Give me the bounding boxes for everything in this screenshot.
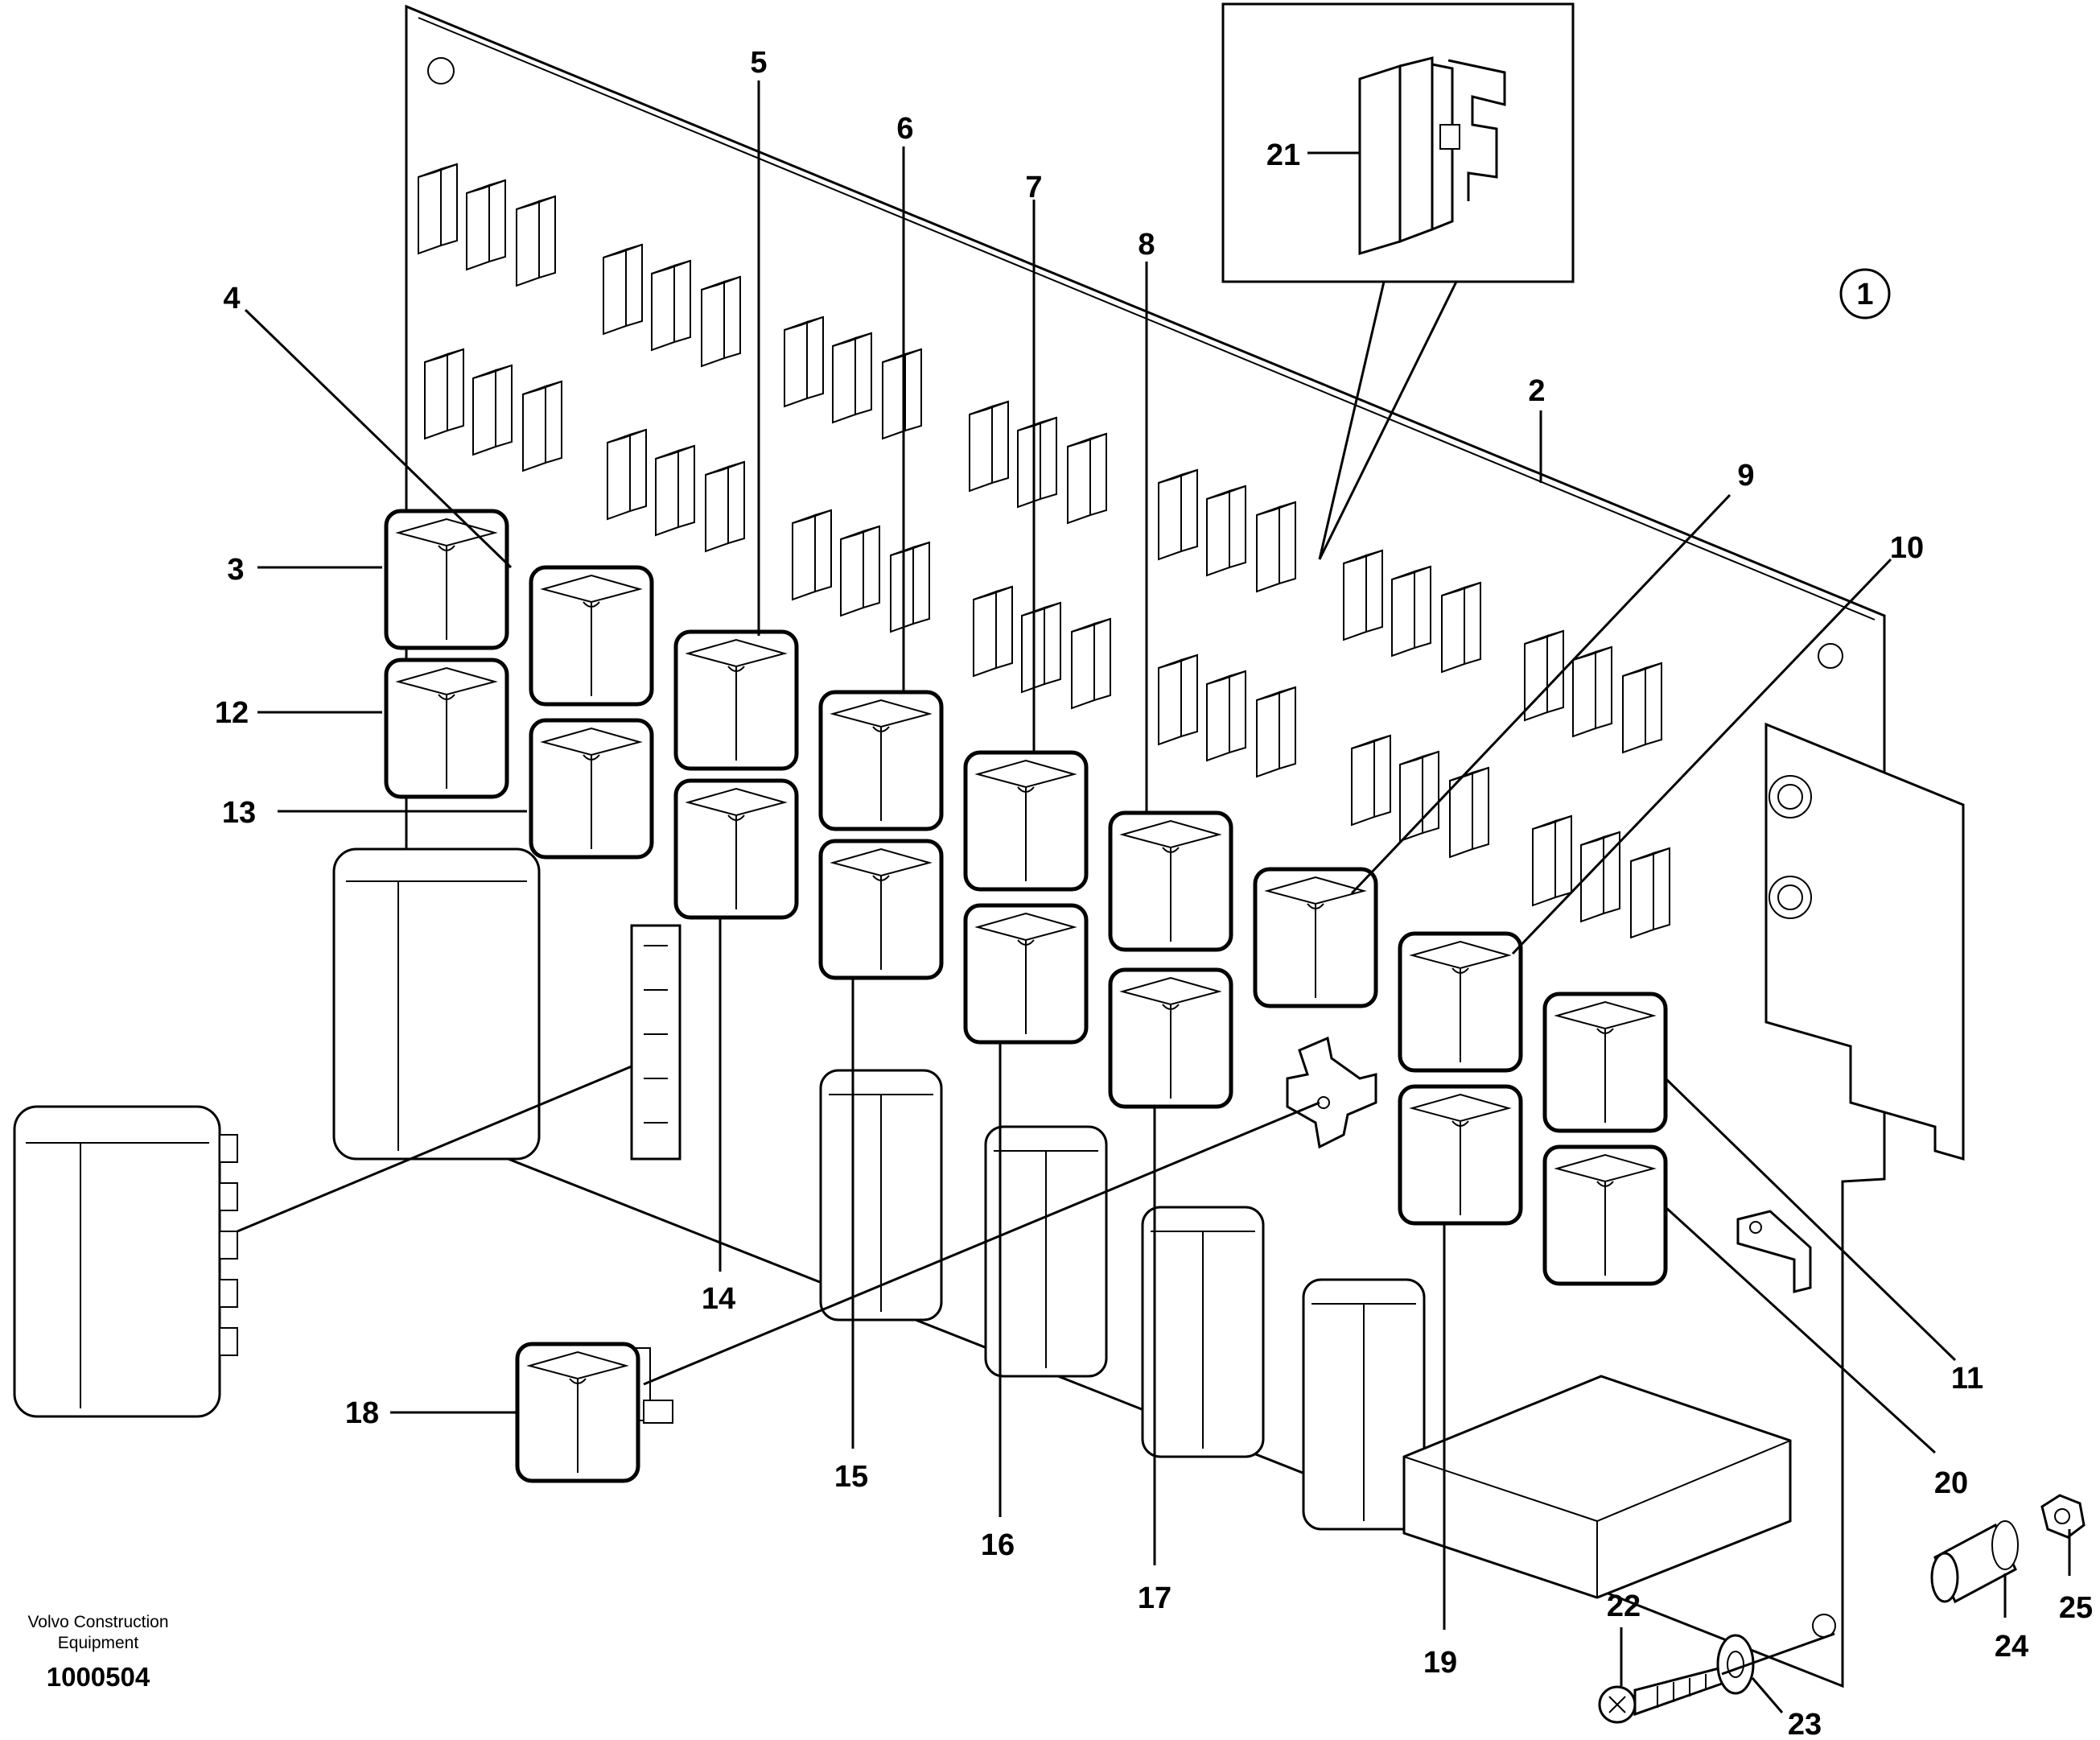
relay-11 [1545,994,1666,1131]
relay-20 [1545,1147,1666,1284]
cable-clip [1736,1210,1812,1293]
relay-9 [1255,869,1376,1006]
relay-18 [517,1344,673,1481]
footer: Volvo Construction Equipment 1000504 [27,1613,168,1692]
callout-4: 4 [223,282,240,315]
callout-15: 15 [834,1460,868,1494]
callout-23: 23 [1788,1708,1822,1740]
fuse-detail-inset [1221,2,1575,560]
callout-16: 16 [981,1528,1015,1562]
relay-8 [1110,813,1231,950]
loose-module [13,1105,238,1418]
spacer-24 [1930,1520,2019,1604]
callout-22: 22 [1607,1590,1641,1623]
callout-20: 20 [1934,1466,1968,1500]
callout-10: 10 [1890,531,1924,565]
relay-14 [676,781,797,917]
relay-17 [1110,970,1231,1107]
callout-18: 18 [345,1396,379,1430]
callout-21: 21 [1266,138,1300,172]
relay-12 [386,660,507,797]
nut-25 [2040,1494,2086,1539]
callout-24: 24 [1995,1630,2028,1664]
bolt-22 [1598,1666,1723,1724]
relay-4 [531,567,652,704]
callout-25: 25 [2059,1591,2093,1625]
relay-16 [966,905,1086,1042]
relay-15 [821,841,941,978]
footer-company-line1: Volvo Construction [27,1613,168,1631]
callout-13: 13 [222,796,256,830]
relay-7 [966,752,1086,889]
callout-2: 2 [1528,374,1545,408]
control-unit [1402,1375,1792,1599]
fuse-detail [1358,56,1506,256]
module-left [332,847,541,1161]
callout-5: 5 [750,46,767,80]
callout-labels: 1 2 3 4 5 6 7 8 9 10 11 12 13 14 15 16 1… [215,46,2093,1740]
callout-11: 11 [1951,1362,1983,1396]
side-bracket [1764,722,1965,1161]
relay-10 [1400,934,1521,1070]
footer-company-line2: Equipment [58,1634,139,1652]
fastener-axis [1721,1632,1835,1676]
callout-12: 12 [215,696,249,730]
relay-6 [821,692,941,829]
callout-1: 1 [1856,278,1873,311]
callout-19: 19 [1423,1646,1457,1680]
callout-7: 7 [1025,171,1042,204]
callout-1-circle [1839,268,1891,320]
callout-leaders [237,80,2071,1713]
callout-8: 8 [1138,228,1155,262]
callout-3: 3 [227,553,244,587]
callout-6: 6 [896,112,913,146]
connector-strip [630,924,681,1161]
drawing-number: 1000504 [47,1662,150,1692]
relay-3 [386,511,507,648]
callout-9: 9 [1737,459,1754,493]
relay-19 [1400,1086,1521,1223]
relay-13 [531,720,652,857]
cross-socket [1286,1036,1377,1149]
relay-5 [676,632,797,769]
callout-17: 17 [1138,1581,1171,1615]
callout-14: 14 [702,1282,735,1316]
